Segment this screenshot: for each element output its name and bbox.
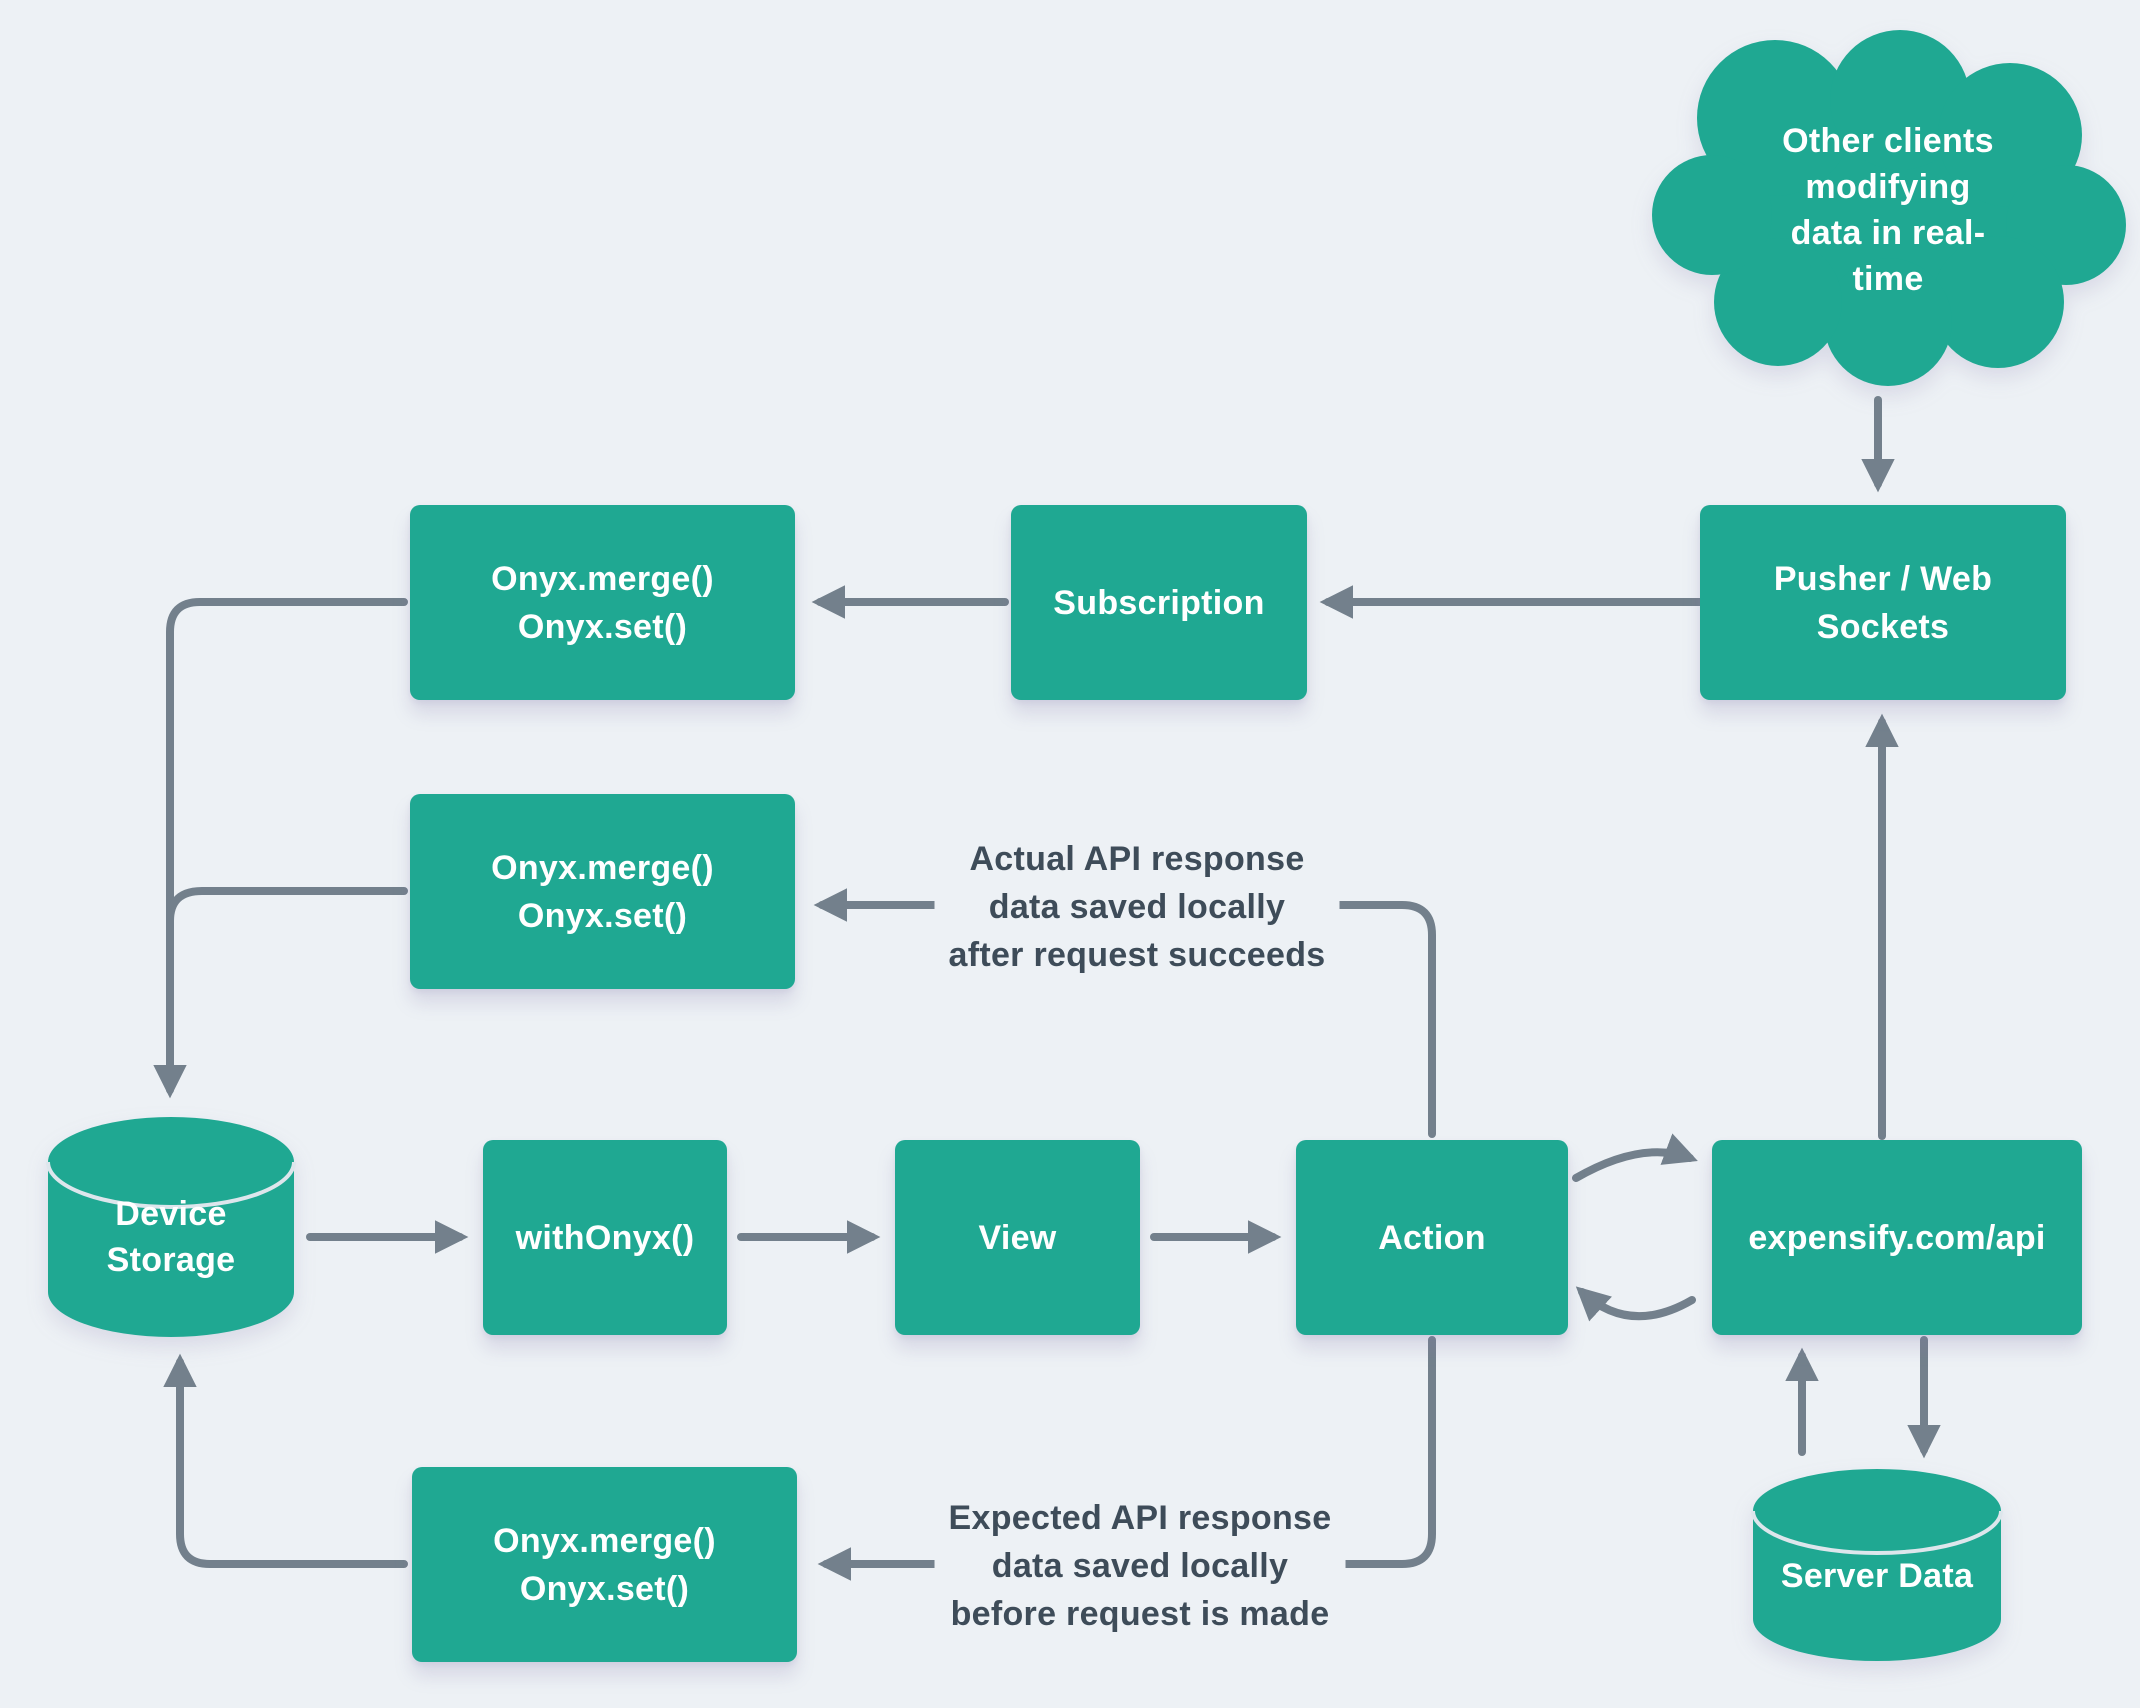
- node-expensify-api: expensify.com/api: [1712, 1140, 2082, 1335]
- node-subscription: Subscription: [1011, 505, 1307, 700]
- cloud-label: Other clients modifying data in real-tim…: [1782, 122, 1994, 298]
- server-data-cylinder-icon: [1751, 1469, 2003, 1661]
- device-storage-cylinder-icon: [46, 1117, 296, 1337]
- node-pusher-web-sockets: Pusher / Web Sockets: [1700, 505, 2066, 700]
- annotation-actual-api-response: Actual API response data saved locally a…: [934, 833, 1340, 981]
- node-onyx-merge-set-top: Onyx.merge() Onyx.set(): [410, 505, 795, 700]
- node-action: Action: [1296, 1140, 1568, 1335]
- arrow-action-to-onyx-bottom-expected: [817, 1336, 1436, 1581]
- device-storage-label: Device Storage: [106, 1195, 236, 1279]
- arrow-action-to-onyx-middle-actual: [813, 888, 1436, 1138]
- annotation-expected-api-response: Expected API response data saved locally…: [934, 1492, 1346, 1640]
- node-view: View: [895, 1140, 1140, 1335]
- node-onyx-merge-set-middle: Onyx.merge() Onyx.set(): [410, 794, 795, 989]
- cloud-icon: [1652, 30, 2126, 386]
- node-withonyx: withOnyx(): [483, 1140, 727, 1335]
- arrow-onyx-bottom-to-device-storage: [163, 1353, 408, 1568]
- node-onyx-merge-set-bottom: Onyx.merge() Onyx.set(): [412, 1467, 797, 1662]
- arrow-api-to-action: [1575, 1286, 1696, 1322]
- server-data-label: Server Data: [1780, 1557, 1974, 1595]
- arrow-action-to-api: [1572, 1133, 1698, 1182]
- arrow-onyx-top-to-device-storage: [153, 598, 408, 1099]
- line-onyx-middle-merge: [166, 887, 408, 969]
